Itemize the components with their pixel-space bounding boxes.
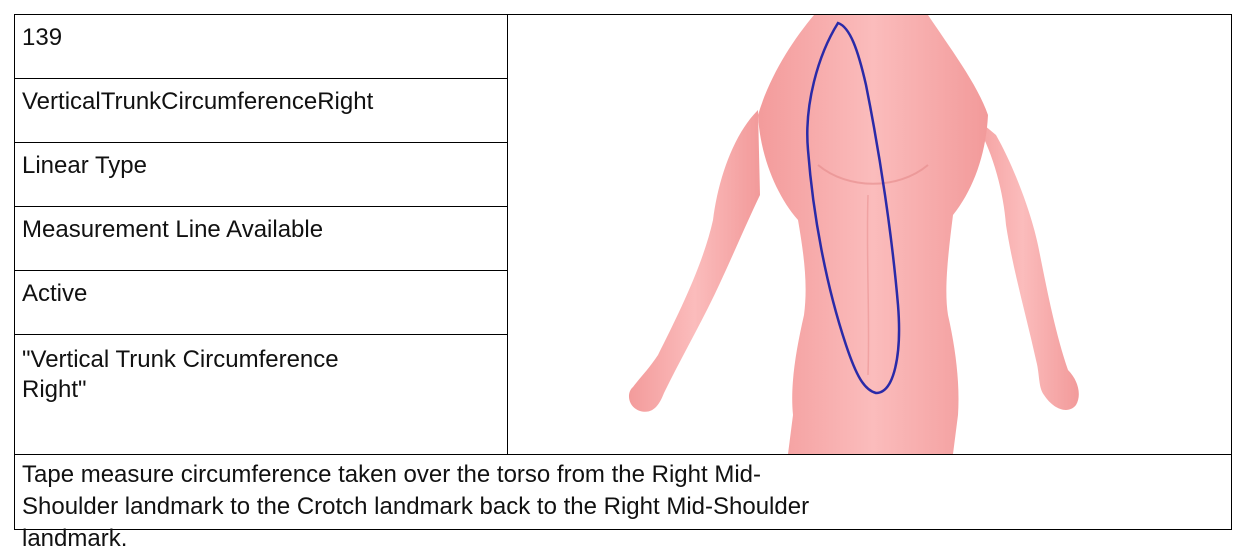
body-figure [508, 15, 1231, 454]
measurement-display-name: "Vertical Trunk Circumference Right" [22, 345, 402, 405]
arm-left-shape [629, 110, 760, 412]
measurement-line-status: Measurement Line Available [15, 207, 507, 271]
attribute-column: 139 VerticalTrunkCircumferenceRight Line… [15, 15, 508, 454]
measurement-type: Linear Type [15, 143, 507, 207]
measurement-table: 139 VerticalTrunkCircumferenceRight Line… [14, 14, 1232, 530]
body-illustration [508, 15, 1231, 454]
measurement-id: 139 [15, 15, 507, 79]
arm-right-shape [966, 110, 1079, 410]
measurement-name: VerticalTrunkCircumferenceRight [15, 79, 507, 143]
measurement-description-cell: Tape measure circumference taken over th… [15, 454, 1231, 529]
torso-shape [758, 15, 988, 454]
measurement-description: Tape measure circumference taken over th… [22, 459, 852, 555]
measurement-display-name-cell: "Vertical Trunk Circumference Right" [15, 335, 507, 454]
measurement-status: Active [15, 271, 507, 335]
